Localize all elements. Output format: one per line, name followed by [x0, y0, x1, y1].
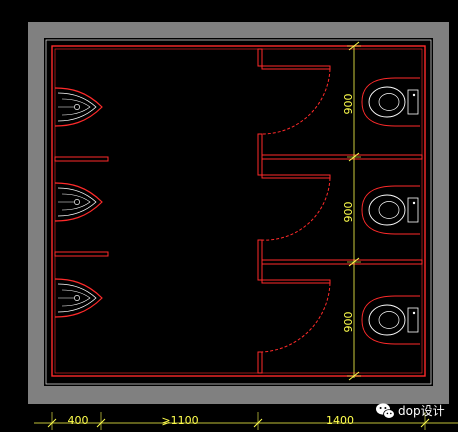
toilet-flush-button: [412, 93, 416, 97]
door-swing-arc: [261, 68, 331, 135]
wall-inner: [54, 48, 423, 374]
toilet-seat-outline: [361, 77, 420, 127]
urinal-bowl-rim: [57, 187, 97, 217]
watermark: dop设计: [376, 403, 445, 419]
urinal-bowl-inner: [61, 98, 91, 116]
urinal-drain: [74, 104, 80, 110]
toilet-flush-button: [412, 311, 416, 315]
urinal-bowl-outline: [54, 182, 103, 222]
toilet-bowl: [368, 194, 406, 226]
urinal: [54, 87, 103, 127]
frame-inner-edge: [45, 39, 432, 385]
urinals: [54, 87, 103, 318]
urinal-screen: [54, 156, 109, 162]
toilet-bowl: [368, 86, 406, 118]
watermark-text: dop设计: [398, 404, 445, 418]
urinal-screen: [54, 251, 109, 257]
urinal-bowl-outline: [54, 87, 103, 127]
urinal-zone-dimension: 400: [68, 414, 89, 427]
stall-dimension-label-2: 900: [342, 202, 355, 223]
toilet: [361, 77, 420, 127]
toilet-tank: [407, 197, 419, 223]
urinal: [54, 182, 103, 222]
wechat-icon: [376, 403, 395, 419]
aisle-dimension: ⩾1100: [161, 414, 198, 427]
bottom-dimension-line: 400 ⩾1100 1400: [34, 412, 458, 430]
toilet: [361, 295, 420, 345]
stall-depth-dimension: 1400: [326, 414, 354, 427]
stall-divider: [261, 259, 423, 265]
urinal: [54, 278, 103, 318]
stall-dimension-line: 900 900 900: [342, 41, 361, 381]
urinal-screens: [54, 156, 109, 257]
stall-door: [261, 279, 331, 353]
toilet-bowl-inner: [378, 201, 400, 219]
stall-door: [261, 65, 331, 135]
toilet-bowl-inner: [378, 311, 400, 329]
urinal-bowl-outline: [54, 278, 103, 318]
toilet-seat-outline: [361, 295, 420, 345]
toilet-bowl-inner: [378, 93, 400, 111]
toilet-bowl: [368, 304, 406, 336]
toilet-tank: [407, 89, 419, 115]
urinal-drain: [74, 295, 80, 301]
stall-divider: [261, 154, 423, 160]
stall-dimension-label-3: 900: [342, 312, 355, 333]
toilet: [361, 185, 420, 235]
urinal-bowl-rim: [57, 92, 97, 122]
urinal-drain: [74, 199, 80, 205]
stall-partitions: [257, 48, 423, 374]
toilets: [361, 77, 420, 345]
toilet-seat-outline: [361, 185, 420, 235]
urinal-bowl-inner: [61, 289, 91, 307]
stall-door: [261, 174, 331, 241]
toilet-flush-button: [412, 201, 416, 205]
door-swing-arc: [261, 282, 331, 353]
wall-outer: [51, 45, 426, 377]
urinal-bowl-rim: [57, 283, 97, 313]
stall-dimension-label-1: 900: [342, 94, 355, 115]
toilet-tank: [407, 307, 419, 333]
drawing-frame: [28, 22, 449, 404]
door-swing-arc: [261, 177, 331, 241]
stall-front-post: [257, 48, 263, 67]
urinal-bowl-inner: [61, 193, 91, 211]
frame-inner: [44, 38, 433, 386]
stall-front-post: [257, 351, 263, 374]
room-walls: [51, 45, 426, 377]
